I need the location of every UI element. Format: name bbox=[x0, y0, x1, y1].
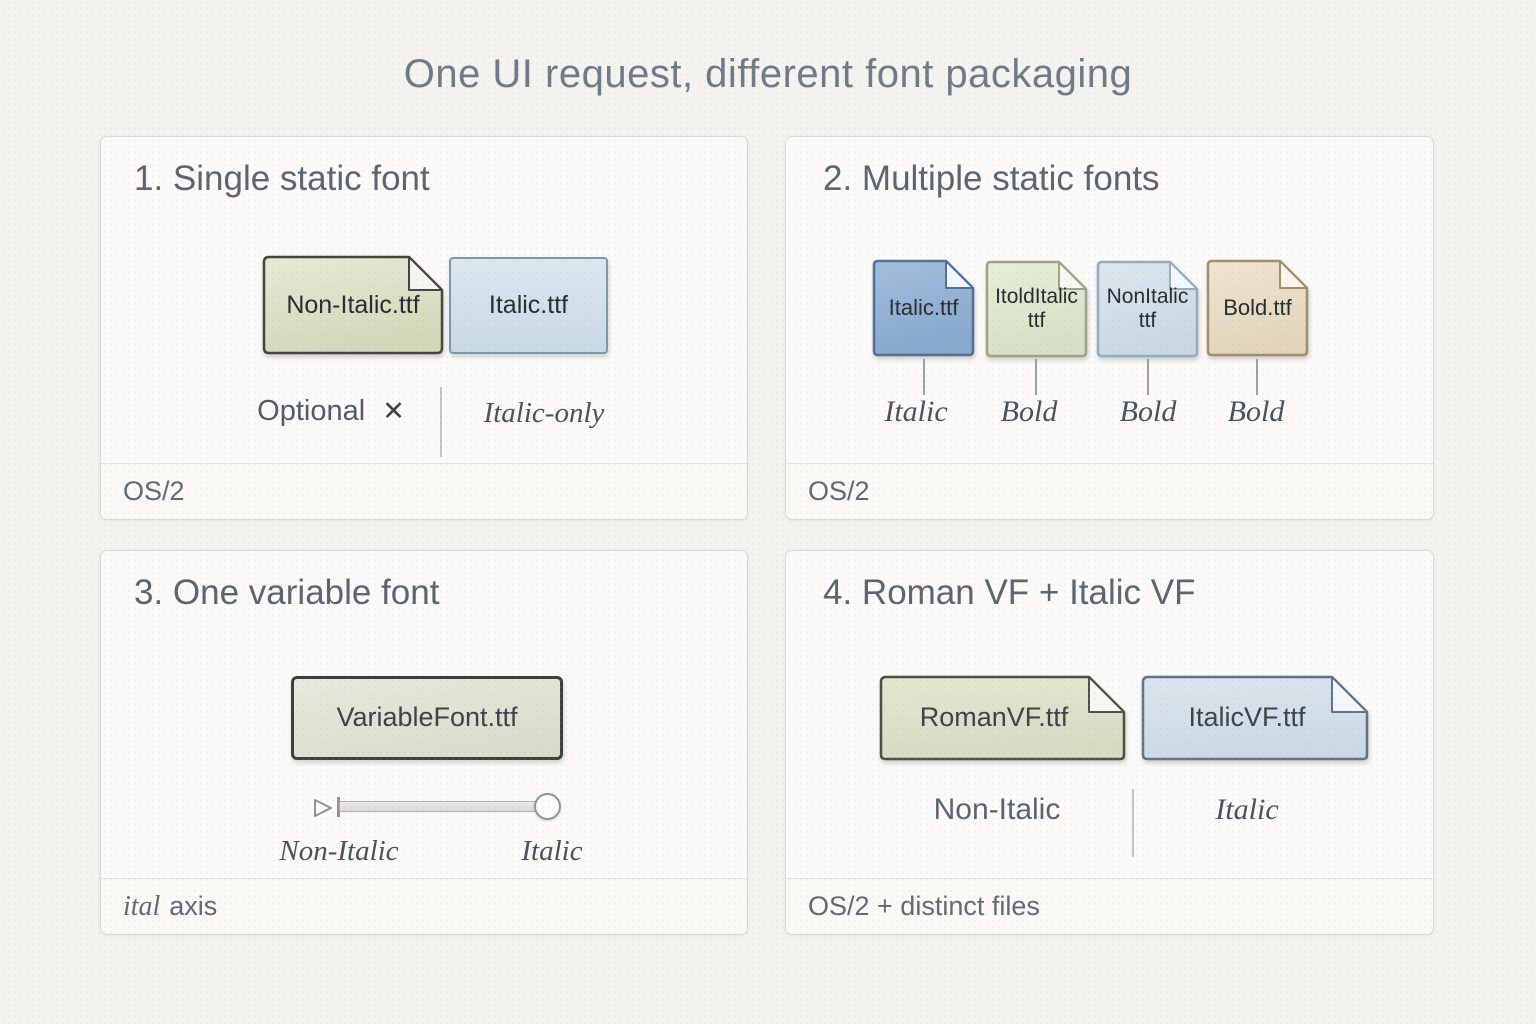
panel-multiple-static-fonts: 2. Multiple static fonts Italic.ttf Itol… bbox=[785, 136, 1434, 520]
ital-axis-rest: axis bbox=[169, 891, 218, 921]
slider-start-tick bbox=[337, 797, 340, 817]
panel4-footer: OS/2 + distinct files bbox=[786, 878, 1433, 934]
panel3-footer: ital axis bbox=[101, 878, 747, 934]
panel1-footer: OS/2 bbox=[101, 463, 747, 519]
panel1-footer-text: OS/2 bbox=[123, 476, 185, 506]
connector-line bbox=[1147, 359, 1149, 395]
annotation-divider bbox=[440, 387, 442, 457]
panel1-heading: 1. Single static font bbox=[134, 159, 430, 198]
style-tag-italic: Italic bbox=[884, 395, 948, 428]
file-icon-romanvf-ttf bbox=[879, 675, 1126, 761]
style-tag-bold: Bold bbox=[1119, 395, 1177, 428]
panel-single-static-font: 1. Single static font Non-Italic.ttf Ita… bbox=[100, 136, 748, 520]
slider-label-non-italic: Non-Italic bbox=[279, 835, 399, 867]
connector-line bbox=[1256, 359, 1258, 395]
file-icon-italic-ttf-blue bbox=[872, 259, 975, 357]
file-icon-itolditalic-ttf bbox=[985, 260, 1088, 358]
ital-axis-slider-knob[interactable] bbox=[534, 793, 561, 820]
panel-roman-vf-italic-vf: 4. Roman VF + Italic VF RomanVF.ttf Ital… bbox=[785, 550, 1434, 935]
annotation-italic: Italic bbox=[1215, 793, 1279, 826]
annotation-optional: Optional ✕ bbox=[241, 395, 421, 428]
connector-line bbox=[923, 359, 925, 395]
annotation-italic-only: Italic-only bbox=[483, 397, 605, 429]
ital-axis-name: ital bbox=[123, 890, 161, 922]
x-icon: ✕ bbox=[382, 396, 405, 426]
axis-arrow-icon bbox=[314, 799, 332, 817]
panel-one-variable-font: 3. One variable font VariableFont.ttf No… bbox=[100, 550, 748, 935]
panel2-footer: OS/2 bbox=[786, 463, 1433, 519]
style-tag-bold: Bold bbox=[1227, 395, 1285, 428]
page-title: One UI request, different font packaging bbox=[403, 52, 1133, 96]
connector-line bbox=[1035, 359, 1037, 395]
file-icon-italic-ttf bbox=[449, 257, 608, 354]
file-icon-variablefont-ttf bbox=[291, 676, 563, 760]
annotation-non-italic: Non-Italic bbox=[933, 793, 1061, 826]
panel2-footer-text: OS/2 bbox=[808, 476, 870, 506]
panel4-heading: 4. Roman VF + Italic VF bbox=[823, 573, 1196, 612]
panel4-footer-text: OS/2 + distinct files bbox=[808, 891, 1040, 921]
panel3-heading: 3. One variable font bbox=[134, 573, 440, 612]
file-icon-italicvf-ttf bbox=[1141, 675, 1369, 761]
file-icon-bold-ttf bbox=[1206, 259, 1309, 357]
annotation-divider bbox=[1132, 789, 1134, 857]
file-icon-non-italic-ttf bbox=[262, 255, 444, 355]
file-icon-nonitalic-ttf bbox=[1096, 260, 1199, 358]
style-tag-bold: Bold bbox=[1000, 395, 1058, 428]
optional-label: Optional bbox=[257, 395, 366, 427]
panel2-heading: 2. Multiple static fonts bbox=[823, 159, 1160, 198]
ital-axis-slider-track[interactable] bbox=[339, 801, 553, 812]
slider-label-italic: Italic bbox=[521, 835, 583, 867]
